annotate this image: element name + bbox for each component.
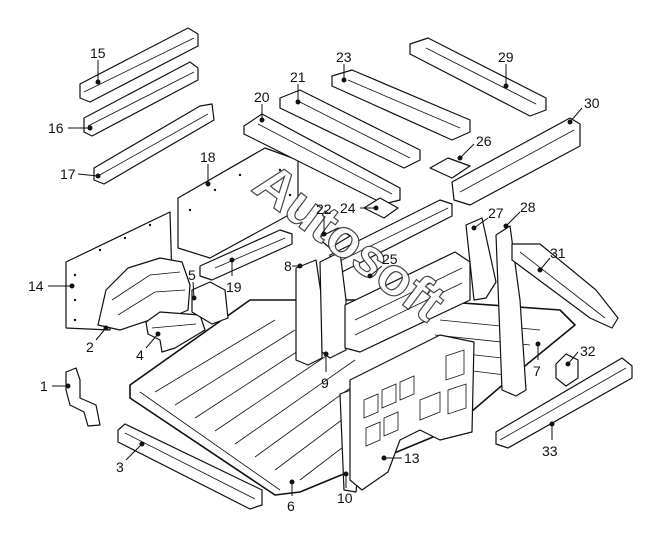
pillar-part-9 (319, 251, 347, 359)
pillar-part-8 (295, 259, 323, 366)
header-part-30 (451, 117, 581, 206)
rail-part-16 (83, 61, 199, 137)
callout-21: 21 (290, 69, 306, 105)
svg-text:16: 16 (48, 120, 64, 136)
partition-panel-part-18 (177, 147, 299, 259)
svg-text:2: 2 (86, 339, 94, 355)
sill-part-33 (495, 357, 633, 449)
sill-part-3 (117, 423, 263, 510)
callout-15: 15 (90, 45, 106, 85)
plate-part-26 (429, 157, 471, 179)
callout-30: 30 (567, 95, 600, 125)
bracket-part-5 (191, 281, 229, 325)
bracket-part-4 (145, 311, 206, 353)
callout-22: 22 (316, 201, 332, 237)
roof-bow-part-23 (331, 69, 471, 141)
callout-1: 1 (40, 378, 71, 394)
callout-24: 24 (340, 200, 379, 216)
svg-text:14: 14 (28, 278, 44, 294)
callout-27: 27 (471, 205, 504, 231)
svg-text:8: 8 (284, 258, 292, 274)
callout-16: 16 (48, 120, 93, 136)
callout-28: 28 (503, 199, 536, 229)
callout-6: 6 (287, 479, 295, 514)
callout-18: 18 (200, 149, 216, 187)
callout-8: 8 (284, 258, 303, 274)
svg-text:19: 19 (226, 279, 242, 295)
svg-text:33: 33 (542, 443, 558, 459)
svg-text:9: 9 (321, 375, 329, 391)
callout-2: 2 (86, 325, 109, 355)
plate-part-24 (363, 197, 399, 219)
callout-7: 7 (533, 341, 541, 379)
pillar-part-28 (495, 225, 527, 397)
callout-17: 17 (60, 166, 101, 182)
crossmember-part-19 (199, 229, 293, 281)
svg-text:10: 10 (337, 490, 353, 506)
svg-text:3: 3 (116, 459, 124, 475)
callout-20: 20 (254, 89, 270, 123)
bracket-part-32 (555, 353, 579, 387)
svg-text:29: 29 (498, 49, 514, 65)
svg-text:17: 17 (60, 166, 76, 182)
pillar-part-27 (465, 217, 497, 301)
svg-text:24: 24 (340, 200, 356, 216)
svg-text:27: 27 (488, 205, 504, 221)
callout-3: 3 (116, 441, 145, 475)
callout-25: 25 (367, 251, 398, 279)
rear-frame-structure (344, 251, 471, 353)
svg-text:1: 1 (40, 378, 48, 394)
plate-part-22 (317, 227, 351, 249)
svg-text:26: 26 (476, 133, 492, 149)
svg-text:6: 6 (287, 498, 295, 514)
callout-19: 19 (226, 257, 242, 295)
callouts: 15 16 17 18 14 2 4 5 (28, 45, 600, 514)
callout-31: 31 (537, 245, 566, 273)
callout-26: 26 (457, 133, 492, 161)
callout-4: 4 (136, 331, 161, 363)
callout-5: 5 (188, 267, 197, 301)
rail-part-17 (93, 103, 215, 185)
svg-text:15: 15 (90, 45, 106, 61)
svg-text:4: 4 (136, 347, 144, 363)
callout-23: 23 (336, 49, 352, 83)
roof-bow-part-29 (409, 37, 547, 117)
svg-text:25: 25 (382, 251, 398, 267)
callout-32: 32 (565, 343, 596, 367)
svg-text:5: 5 (188, 267, 196, 283)
side-panel-part-31 (511, 243, 619, 329)
svg-text:7: 7 (533, 363, 541, 379)
svg-text:30: 30 (584, 95, 600, 111)
callout-13: 13 (381, 450, 420, 466)
svg-text:21: 21 (290, 69, 306, 85)
bracket-part-1 (65, 367, 101, 427)
callout-14: 14 (28, 278, 75, 294)
svg-text:22: 22 (316, 201, 332, 217)
rail-part-15 (79, 27, 199, 103)
callout-10: 10 (337, 471, 353, 506)
svg-text:28: 28 (520, 199, 536, 215)
svg-text:13: 13 (404, 450, 420, 466)
svg-text:18: 18 (200, 149, 216, 165)
svg-text:32: 32 (580, 343, 596, 359)
callout-29: 29 (498, 49, 514, 89)
callout-33: 33 (542, 421, 558, 459)
callout-9: 9 (321, 351, 329, 391)
roof-bow-part-21 (279, 89, 421, 169)
svg-text:23: 23 (336, 49, 352, 65)
svg-text:31: 31 (550, 245, 566, 261)
svg-text:20: 20 (254, 89, 270, 105)
bulkhead-part-13 (349, 334, 475, 491)
